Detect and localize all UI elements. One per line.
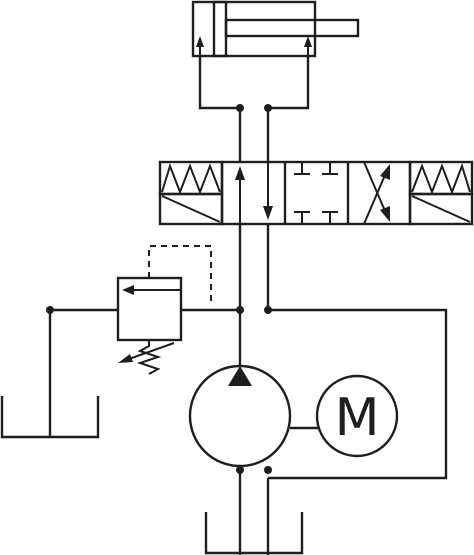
valve-spring-right-icon [411,162,471,195]
cylinder-barrel [191,0,317,58]
relief-valve-pilot-line [148,245,212,306]
relief-valve-body [116,276,183,342]
valve-parallel-arrow-up-head [235,166,245,180]
tank-left [0,396,100,439]
valve-cross-arrow-1-head [380,164,390,180]
cylinder-rod [224,18,360,38]
valve-solenoid-right-icon [411,195,471,223]
hydraulic-pump [188,364,292,555]
relief-valve-adjust-arrow-shaft [125,342,175,361]
cylinder-port-b-arrow-head [304,36,312,47]
junction-return-bottom [264,466,272,474]
directional-valve-4-3 [158,160,474,226]
cylinder-piston [212,0,228,58]
return-line-loop [268,308,448,480]
line-cylinder-a [198,56,240,110]
valve-cross-arrow-2-head [380,206,390,222]
valve-solenoid-left-icon [161,195,221,223]
double-acting-cylinder [191,0,360,58]
valve-spring-left-icon [161,162,221,195]
line-cylinder-b [268,56,310,110]
valve-body [220,160,412,226]
pressure-relief-valve [46,245,240,437]
motor-body [315,374,399,458]
valve-cross-arrow-2-shaft [363,161,386,212]
relief-valve-spring-icon [136,340,162,375]
junction-return [264,306,272,314]
tank-bottom [204,512,304,555]
relief-valve-adjust-arrow-head [118,354,133,363]
valve-parallel-arrow-down-head [263,206,273,220]
relief-valve-arrow-head [122,285,134,295]
motor-label: M [335,388,380,448]
pump-direction-triangle-icon [228,366,252,386]
electric-motor: M [290,374,399,458]
valve-cross-arrow-1-shaft [363,174,386,225]
valve-solenoid-right-box [408,192,474,226]
cylinder-lines [198,56,310,162]
cylinder-port-a-arrow-head [196,36,204,47]
